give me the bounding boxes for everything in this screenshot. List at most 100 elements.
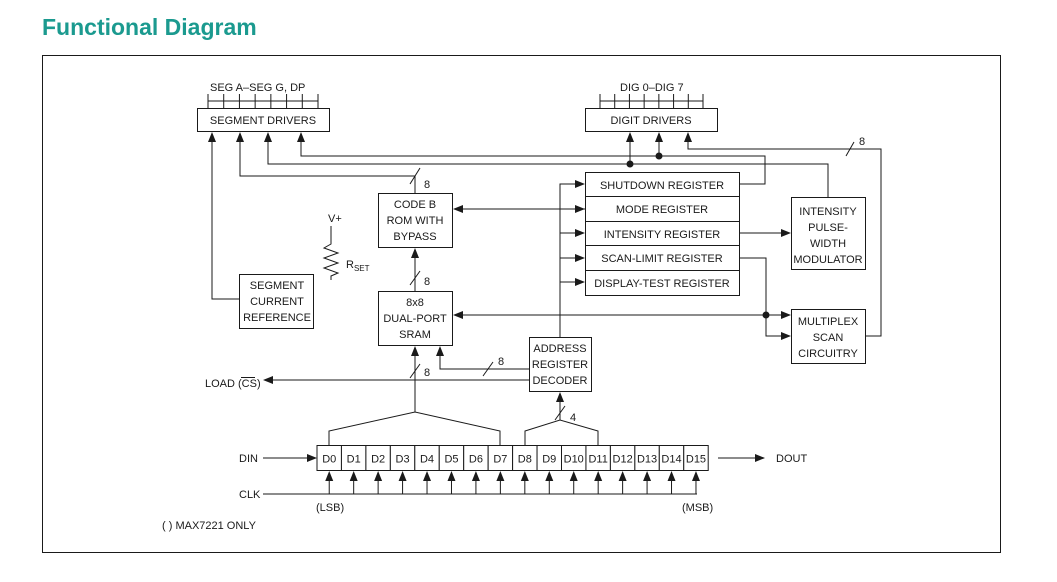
segment-ref-line-2: CURRENT (250, 296, 304, 308)
shutdown-register-label: SHUTDOWN REGISTER (600, 180, 724, 192)
arrowhead (453, 311, 463, 319)
pwm-line-1: INTENSITY (799, 206, 857, 218)
arrowhead (575, 205, 585, 213)
lsb-label: (LSB) (316, 502, 344, 514)
segment-ref-line-1: SEGMENT (250, 280, 305, 292)
arrowhead (545, 471, 554, 481)
arrowhead (264, 132, 272, 142)
code-b-rom-box (378, 193, 453, 248)
clock-taps (325, 471, 700, 494)
intensity-register-label: INTENSITY REGISTER (604, 229, 721, 241)
arrowhead (411, 346, 419, 356)
arrowhead (618, 471, 627, 481)
msb-label: (MSB) (682, 502, 713, 514)
shift-cell (316, 445, 342, 471)
wire-scanlimit-to-multiplex (739, 257, 782, 337)
shift-cell-label: D10 (564, 454, 584, 466)
dig-pins (599, 94, 704, 108)
address-line-2: REGISTER (532, 359, 588, 371)
bus-width-label: 8 (424, 179, 430, 191)
rset-label: RSET (346, 259, 370, 273)
pwm-line-3: WIDTH (810, 238, 846, 250)
segment-drivers-box (197, 108, 330, 132)
shift-cell-label: D4 (420, 454, 434, 466)
shift-cell (683, 445, 709, 471)
code-b-line-3: BYPASS (393, 231, 436, 243)
address-decoder-box (529, 337, 592, 392)
bus-width-label: 8 (424, 367, 430, 379)
register-stack: SHUTDOWN REGISTER MODE REGISTER INTENSIT… (585, 172, 740, 296)
shift-cell (609, 445, 636, 471)
shift-cell (340, 445, 367, 471)
segment-drivers-label: SEGMENT DRIVERS (210, 115, 316, 127)
page-title: Functional Diagram (42, 14, 257, 40)
seg-pins-label: SEG A–SEG G, DP (210, 82, 305, 94)
display-test-register-label: DISPLAY-TEST REGISTER (594, 278, 730, 290)
arrowhead (755, 454, 765, 462)
shift-cell-label: D9 (542, 454, 556, 466)
shift-cell (536, 445, 562, 471)
arrowhead (423, 471, 432, 481)
arrowhead (781, 311, 791, 319)
clk-label: CLK (239, 489, 261, 501)
wire-data-fan (328, 411, 501, 445)
load-label: LOAD (CS) (205, 378, 261, 390)
arrowhead (447, 471, 456, 481)
multiplex-line-3: CIRCUITRY (798, 348, 858, 360)
arrowhead (307, 454, 317, 462)
arrowhead (655, 132, 663, 142)
shift-cell-label: D13 (637, 454, 657, 466)
arrowhead (575, 278, 585, 286)
intensity-register-box (585, 221, 740, 246)
bus-width-label: 8 (859, 136, 865, 148)
arrowhead (453, 205, 463, 213)
wire-shutdown-to-segdrivers (300, 140, 766, 185)
shift-cell (414, 445, 440, 471)
footnote: ( ) MAX7221 ONLY (162, 520, 257, 532)
mode-register-box (585, 196, 740, 222)
bus-slash (409, 270, 421, 286)
shift-cell-label: D15 (686, 454, 706, 466)
arrowhead (471, 471, 480, 481)
shift-cell-label: D11 (588, 454, 607, 466)
arrowhead (297, 132, 305, 142)
arrowhead (643, 471, 652, 481)
arrowhead (349, 471, 358, 481)
wire-segref-to-segdrivers (211, 140, 239, 300)
shift-cell (658, 445, 685, 471)
arrowhead (691, 471, 700, 481)
display-test-register-box (585, 270, 740, 296)
arrowhead (436, 346, 444, 356)
junction-dot (762, 311, 770, 319)
wire-scan-to-segdrivers (267, 140, 630, 165)
pwm-line-2: PULSE- (808, 222, 848, 234)
shift-cell (463, 445, 489, 471)
scan-limit-register-label: SCAN-LIMIT REGISTER (601, 253, 722, 265)
arrowhead (398, 471, 407, 481)
multiplex-scan-box (791, 309, 866, 364)
shift-cell (438, 445, 465, 471)
multiplex-line-1: MULTIPLEX (798, 316, 859, 328)
shift-cell-label: D2 (371, 454, 385, 466)
shutdown-register-box (585, 172, 740, 197)
intensity-pwm-box (791, 197, 866, 270)
arrowhead (263, 376, 273, 384)
dig-pins-label: DIG 0–DIG 7 (620, 82, 684, 94)
code-b-line-2: ROM WITH (387, 215, 444, 227)
address-line-1: ADDRESS (533, 343, 586, 355)
arrowhead (575, 180, 585, 188)
bus-slash (482, 361, 494, 377)
bus-slash (845, 141, 855, 157)
shift-cell-label: D5 (444, 454, 458, 466)
arrowhead (575, 229, 585, 237)
shift-cell (561, 445, 587, 471)
arrowhead (569, 471, 578, 481)
rset-resistor (322, 226, 340, 280)
arrowhead (781, 332, 791, 340)
bus-slash (554, 405, 566, 421)
wire-addr-fan (524, 419, 599, 445)
sram-line-1: 8x8 (406, 297, 424, 309)
shift-cell-label: D12 (613, 454, 633, 466)
segment-ref-line-3: REFERENCE (243, 312, 311, 324)
